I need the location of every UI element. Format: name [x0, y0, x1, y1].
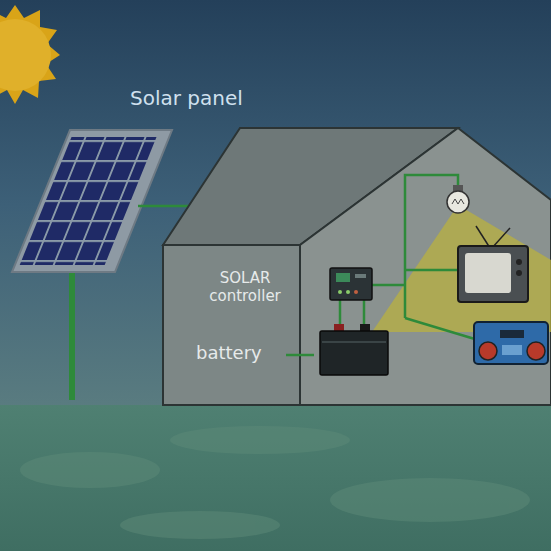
solar-panel-frame	[12, 130, 172, 272]
light-bulb	[447, 185, 469, 213]
house	[163, 128, 551, 405]
solar-cells	[20, 137, 157, 265]
part-label: battery	[196, 342, 286, 364]
pole	[69, 265, 75, 400]
radio	[474, 322, 548, 364]
sun	[0, 5, 60, 104]
part-label: SOLAR controller	[190, 269, 300, 305]
battery	[320, 324, 388, 375]
solar-controller	[330, 268, 372, 300]
leader-line	[286, 354, 314, 357]
television	[458, 226, 528, 302]
part-label: Solar panel	[130, 86, 290, 110]
